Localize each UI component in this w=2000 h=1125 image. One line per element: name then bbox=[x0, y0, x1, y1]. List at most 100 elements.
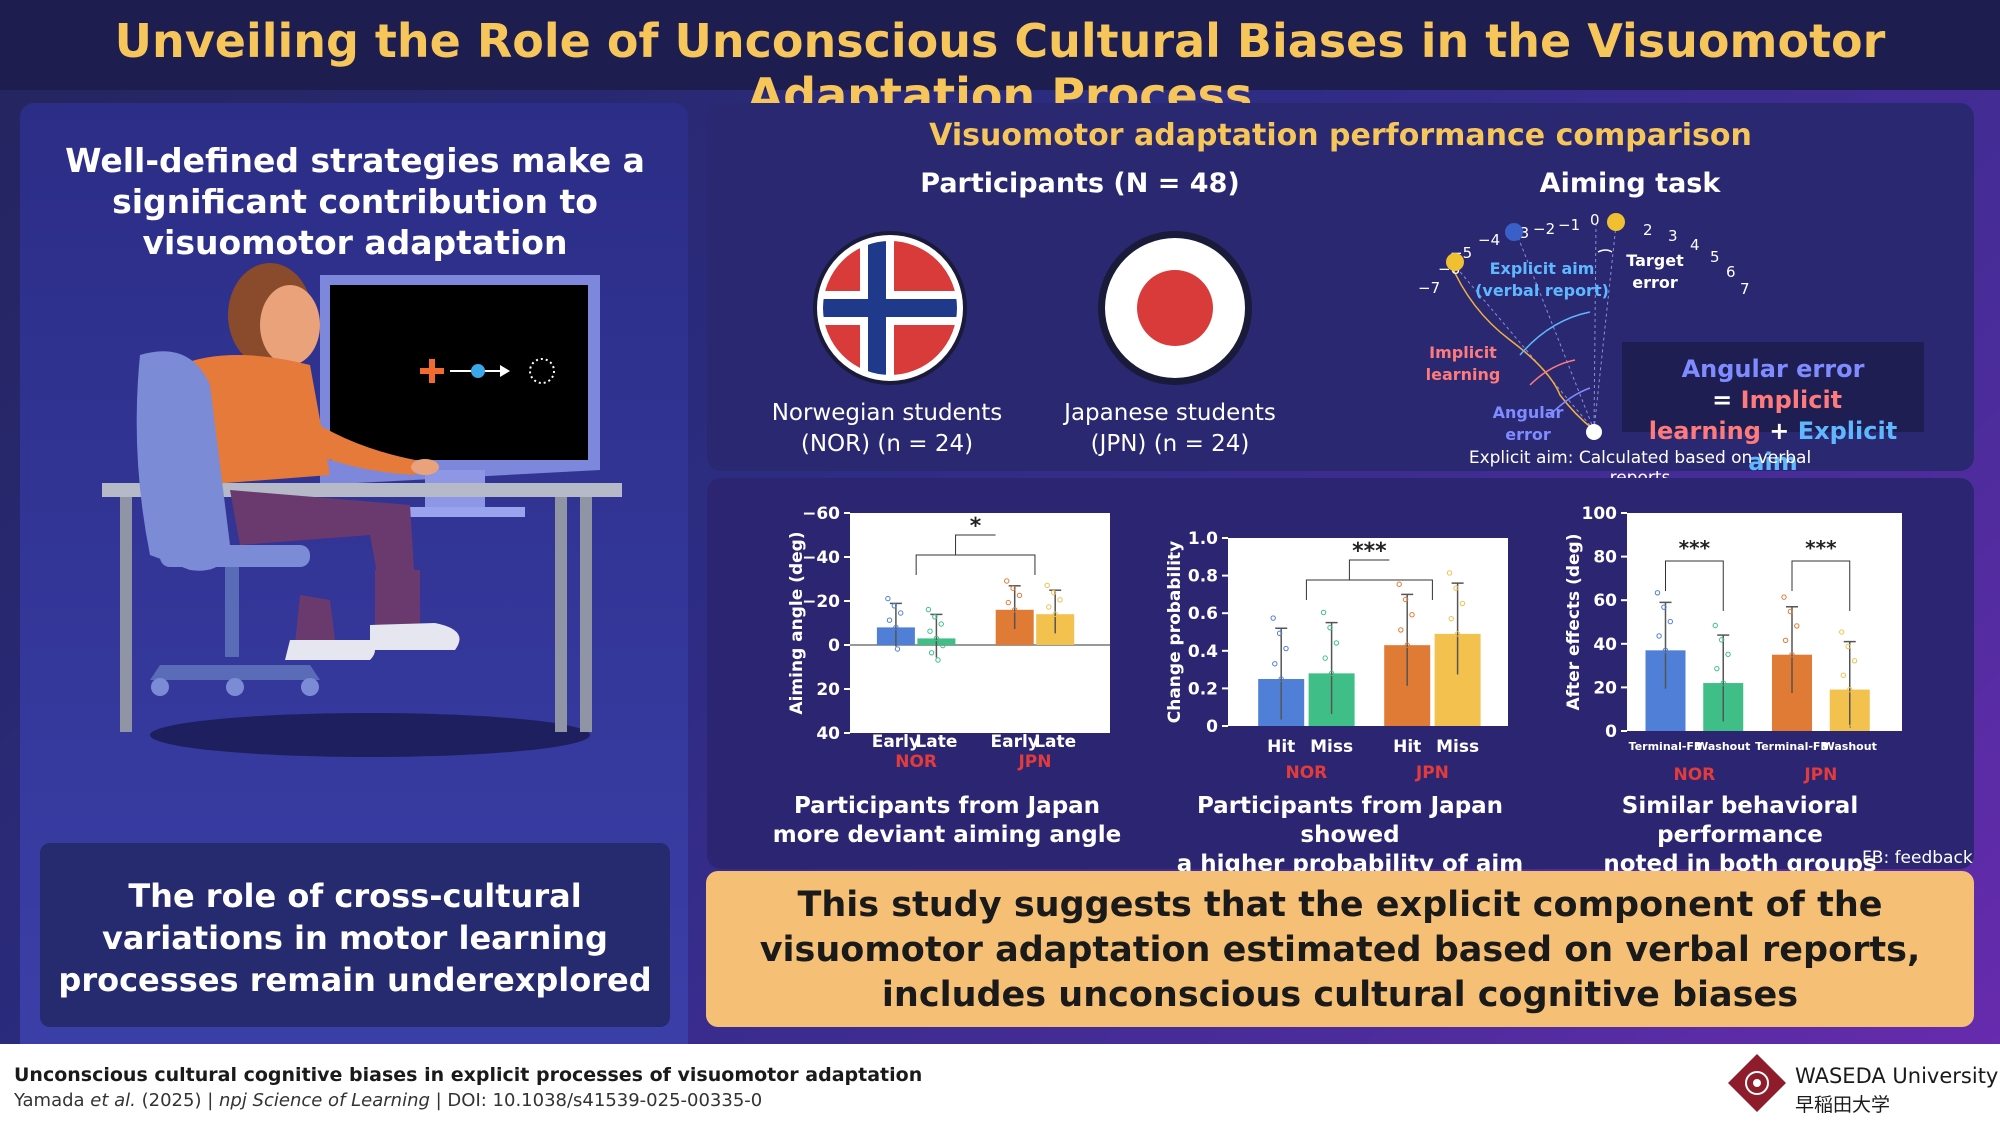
tick-label: 5 bbox=[1710, 248, 1720, 266]
data-point bbox=[1718, 637, 1725, 643]
equation-text: Angular error = Implicit learning + Expl… bbox=[1648, 355, 1898, 476]
data-point bbox=[1004, 578, 1010, 584]
data-point bbox=[1851, 658, 1858, 664]
data-point bbox=[1781, 594, 1787, 600]
tick-label: 6 bbox=[1726, 263, 1736, 281]
data-point bbox=[1054, 633, 1060, 639]
data-point bbox=[1013, 628, 1020, 635]
tick-label: −4 bbox=[1478, 231, 1500, 249]
implicit-label-2: learning bbox=[1426, 365, 1501, 384]
aiming-task-diagram: −7 −6 −5 −4 −3 −2 −1 0 2 3 4 5 6 7 Expli… bbox=[1418, 211, 1750, 444]
japan-flag-icon bbox=[1098, 231, 1252, 385]
data-point bbox=[1047, 625, 1054, 632]
x-tick-label: Late bbox=[1034, 732, 1076, 752]
y-tick-label: 0 bbox=[1206, 717, 1218, 737]
data-point bbox=[1320, 609, 1327, 616]
data-point bbox=[1446, 570, 1453, 576]
data-point bbox=[940, 642, 946, 649]
data-point bbox=[1016, 592, 1023, 599]
data-point bbox=[1853, 701, 1859, 707]
data-point bbox=[1324, 701, 1330, 707]
y-axis-label: Aiming angle (deg) bbox=[787, 531, 807, 714]
data-point bbox=[1050, 589, 1057, 596]
floor-shadow bbox=[150, 713, 590, 757]
data-point bbox=[1330, 716, 1336, 722]
data-point bbox=[1270, 615, 1276, 621]
data-point bbox=[891, 603, 898, 609]
data-point bbox=[1012, 607, 1018, 613]
data-point bbox=[1057, 597, 1063, 603]
data-point bbox=[1654, 590, 1661, 596]
data-point bbox=[1790, 695, 1797, 701]
data-point bbox=[1018, 614, 1024, 620]
data-point bbox=[888, 639, 894, 645]
data-point bbox=[1404, 642, 1410, 648]
tick-label: 0 bbox=[1590, 211, 1600, 229]
y-tick-label: 0.8 bbox=[1188, 567, 1218, 587]
y-tick-label: 0 bbox=[828, 636, 840, 656]
x-tick-label: Terminal-FB bbox=[1629, 740, 1703, 753]
data-point bbox=[1448, 615, 1454, 622]
data-point bbox=[1725, 651, 1731, 657]
explicit-aim-label-2: (verbal report) bbox=[1475, 281, 1609, 300]
data-point bbox=[1454, 631, 1461, 637]
data-point bbox=[1847, 686, 1853, 693]
norway-flag-icon bbox=[813, 231, 967, 385]
data-point bbox=[1669, 662, 1675, 668]
page-title: Unveiling the Role of Unconscious Cultur… bbox=[114, 14, 1886, 122]
data-point bbox=[1327, 624, 1333, 631]
desk bbox=[102, 483, 622, 732]
data-point bbox=[1714, 665, 1720, 672]
y-tick-label: −40 bbox=[802, 548, 840, 568]
data-point bbox=[1664, 690, 1670, 697]
y-tick-label: 0.6 bbox=[1188, 604, 1218, 624]
data-point bbox=[1046, 604, 1052, 610]
data-point bbox=[935, 657, 941, 663]
data-point bbox=[1840, 672, 1847, 678]
target-error-label: Target bbox=[1626, 251, 1684, 270]
data-point bbox=[927, 628, 933, 634]
angular-label-2: error bbox=[1505, 425, 1551, 444]
aiming-task-title: Aiming task bbox=[1539, 168, 1721, 199]
x-tick-label: Early bbox=[991, 732, 1039, 752]
person-at-computer-illustration bbox=[102, 263, 622, 757]
x-tick-label: Miss bbox=[1310, 737, 1353, 757]
data-point bbox=[1052, 611, 1058, 617]
data-point bbox=[1328, 670, 1335, 677]
implicit-label: Implicit bbox=[1429, 343, 1497, 362]
waseda-logo-icon bbox=[1728, 1054, 1786, 1112]
data-point bbox=[1044, 582, 1050, 589]
tick-label: −2 bbox=[1533, 220, 1555, 238]
significance-bracket bbox=[1791, 560, 1851, 611]
y-axis-label: After effects (deg) bbox=[1565, 534, 1584, 711]
significance-bracket bbox=[1305, 559, 1433, 600]
significance-label: *** bbox=[1352, 539, 1387, 564]
target-circle-icon bbox=[529, 358, 555, 384]
waseda-ja: 早稲田大学 bbox=[1795, 1094, 1891, 1116]
data-point bbox=[894, 646, 901, 652]
tick-label: −1 bbox=[1558, 216, 1580, 234]
tick-label: −7 bbox=[1418, 279, 1440, 297]
data-point bbox=[1787, 608, 1794, 615]
data-point bbox=[1007, 621, 1013, 627]
data-point bbox=[1398, 627, 1404, 633]
x-tick-label: Washout bbox=[1696, 740, 1750, 753]
y-tick-label: 0.2 bbox=[1188, 679, 1218, 699]
data-point bbox=[1845, 643, 1851, 650]
group-label: JPN bbox=[1017, 752, 1051, 772]
tick-label: 7 bbox=[1740, 280, 1750, 298]
y-tick-label: 40 bbox=[1593, 635, 1617, 655]
data-point bbox=[1662, 647, 1669, 654]
data-point bbox=[1795, 666, 1802, 672]
data-point bbox=[885, 595, 891, 602]
data-point bbox=[1396, 581, 1402, 587]
participants-title: Participants (N = 48) bbox=[920, 168, 1240, 199]
data-point bbox=[1322, 655, 1328, 661]
target-error-label-2: error bbox=[1632, 273, 1678, 292]
y-tick-label: 100 bbox=[1582, 504, 1618, 524]
data-point bbox=[1402, 596, 1409, 603]
conclusion-text: This study suggests that the explicit co… bbox=[759, 885, 1921, 1015]
explicit-aim-marker bbox=[1505, 223, 1523, 241]
data-point bbox=[1722, 723, 1728, 729]
